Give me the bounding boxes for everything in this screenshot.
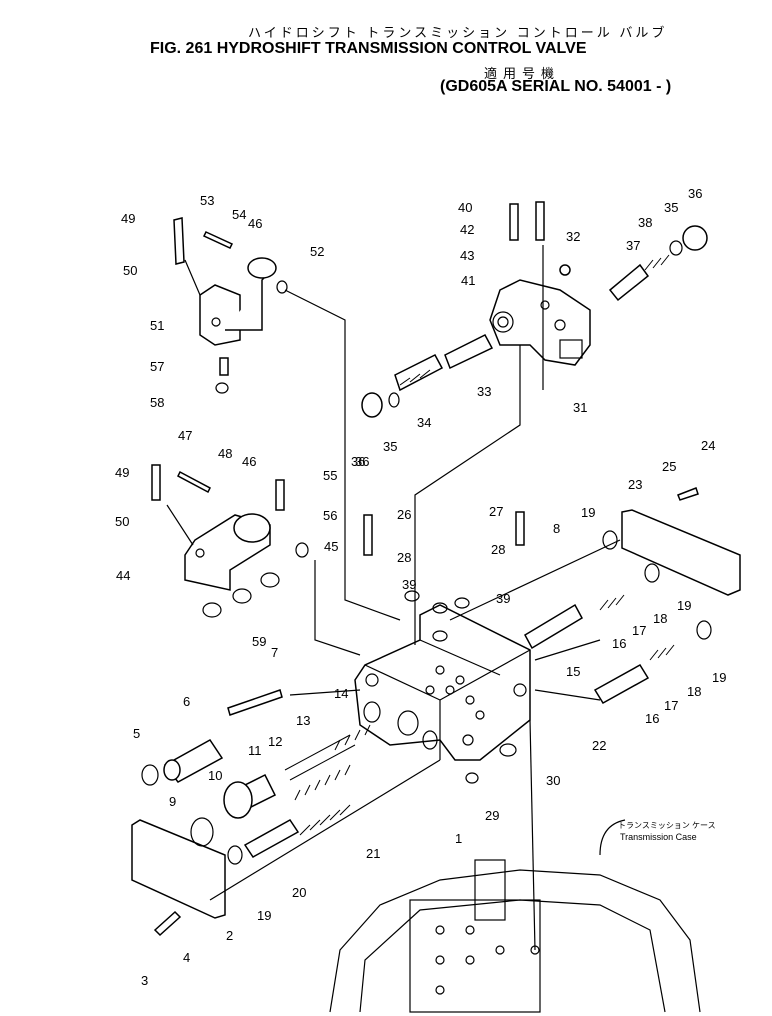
part-label: 36 [351, 454, 365, 469]
part-label: 7 [271, 645, 278, 660]
part-label: 41 [461, 273, 475, 288]
part-label: 47 [178, 428, 192, 443]
part-label: 59 [252, 634, 266, 649]
part-label: 45 [324, 539, 338, 554]
part-label: 50 [123, 263, 137, 278]
part-label: 31 [573, 400, 587, 415]
upper-valve-block-drawing [489, 279, 591, 366]
part-label: 46 [242, 454, 256, 469]
part-label: 19 [581, 505, 595, 520]
transmission-case-drawing [329, 819, 701, 1013]
part-label: 17 [664, 698, 678, 713]
part-label: 28 [491, 542, 505, 557]
part-label: 50 [115, 514, 129, 529]
part-label: 49 [115, 465, 129, 480]
figure-title: FIG. 261 HYDROSHIFT TRANSMISSION CONTROL… [150, 40, 587, 57]
right-cover-plate [621, 509, 741, 596]
left-middle-block-drawing [184, 513, 271, 591]
japanese-model-label: 適用号機 [484, 66, 561, 81]
part-label: 8 [553, 521, 560, 536]
part-label: 55 [323, 468, 337, 483]
part-label: 4 [183, 950, 190, 965]
part-label: 5 [133, 726, 140, 741]
part-label: 44 [116, 568, 130, 583]
part-label: 14 [334, 686, 348, 701]
part-label: 52 [310, 244, 324, 259]
part-label: 22 [592, 738, 606, 753]
part-label: 46 [248, 216, 262, 231]
transmission-case-jp-label: トランスミッション ケース [618, 821, 716, 830]
part-number-labels: 1 2 3 4 5 6 7 8 9 10 11 12 13 14 15 16 1… [115, 186, 726, 988]
part-label: 39 [402, 577, 416, 592]
serial-number: (GD605A SERIAL NO. 54001 - ) [440, 78, 672, 95]
part-label: 38 [638, 215, 652, 230]
part-label: 19 [677, 598, 691, 613]
part-label: 43 [460, 248, 474, 263]
part-label: 25 [662, 459, 676, 474]
leader-lines [166, 245, 621, 951]
part-label: 17 [632, 623, 646, 638]
part-label: 39 [496, 591, 510, 606]
part-label: 32 [566, 229, 580, 244]
part-label: 29 [485, 808, 499, 823]
part-label: 3 [141, 973, 148, 988]
part-label: 1 [455, 831, 462, 846]
left-cover-plate [131, 819, 226, 919]
part-label: 12 [268, 734, 282, 749]
part-label: 51 [150, 318, 164, 333]
part-label: 49 [121, 211, 135, 226]
spools-and-springs [163, 225, 708, 858]
part-label: 27 [489, 504, 503, 519]
bolts [151, 201, 699, 937]
part-label: 35 [664, 200, 678, 215]
part-label: 30 [546, 773, 560, 788]
part-label: 54 [232, 207, 246, 222]
part-label: 2 [226, 928, 233, 943]
part-label: 36 [355, 454, 369, 469]
part-label: 42 [460, 222, 474, 237]
part-label: 40 [458, 200, 472, 215]
part-label: 53 [200, 193, 214, 208]
part-label: 16 [645, 711, 659, 726]
part-label: 6 [183, 694, 190, 709]
part-label: 21 [366, 846, 380, 861]
part-label: 13 [296, 713, 310, 728]
part-label: 24 [701, 438, 715, 453]
part-label: 10 [208, 768, 222, 783]
part-label: 57 [150, 359, 164, 374]
part-label: 36 [688, 186, 702, 201]
o-rings [141, 240, 712, 865]
part-label: 20 [292, 885, 306, 900]
part-label: 18 [653, 611, 667, 626]
japanese-title: ハイドロシフト トランスミッション コントロール バルブ [248, 25, 668, 40]
part-label: 33 [477, 384, 491, 399]
part-label: 19 [257, 908, 271, 923]
part-label: 34 [417, 415, 431, 430]
part-label: 28 [397, 550, 411, 565]
part-label: 56 [323, 508, 337, 523]
valve-body-drawing [354, 604, 531, 761]
part-label: 48 [218, 446, 232, 461]
part-label: 35 [383, 439, 397, 454]
part-label: 16 [612, 636, 626, 651]
part-label: 18 [687, 684, 701, 699]
part-label: 37 [626, 238, 640, 253]
part-label: 19 [712, 670, 726, 685]
part-label: 15 [566, 664, 580, 679]
part-label: 26 [397, 507, 411, 522]
part-label: 11 [248, 743, 262, 758]
part-label: 9 [169, 794, 176, 809]
part-label: 23 [628, 477, 642, 492]
left-upper-block-drawing [199, 257, 277, 346]
transmission-case-label: Transmission Case [620, 832, 697, 842]
part-label: 58 [150, 395, 164, 410]
